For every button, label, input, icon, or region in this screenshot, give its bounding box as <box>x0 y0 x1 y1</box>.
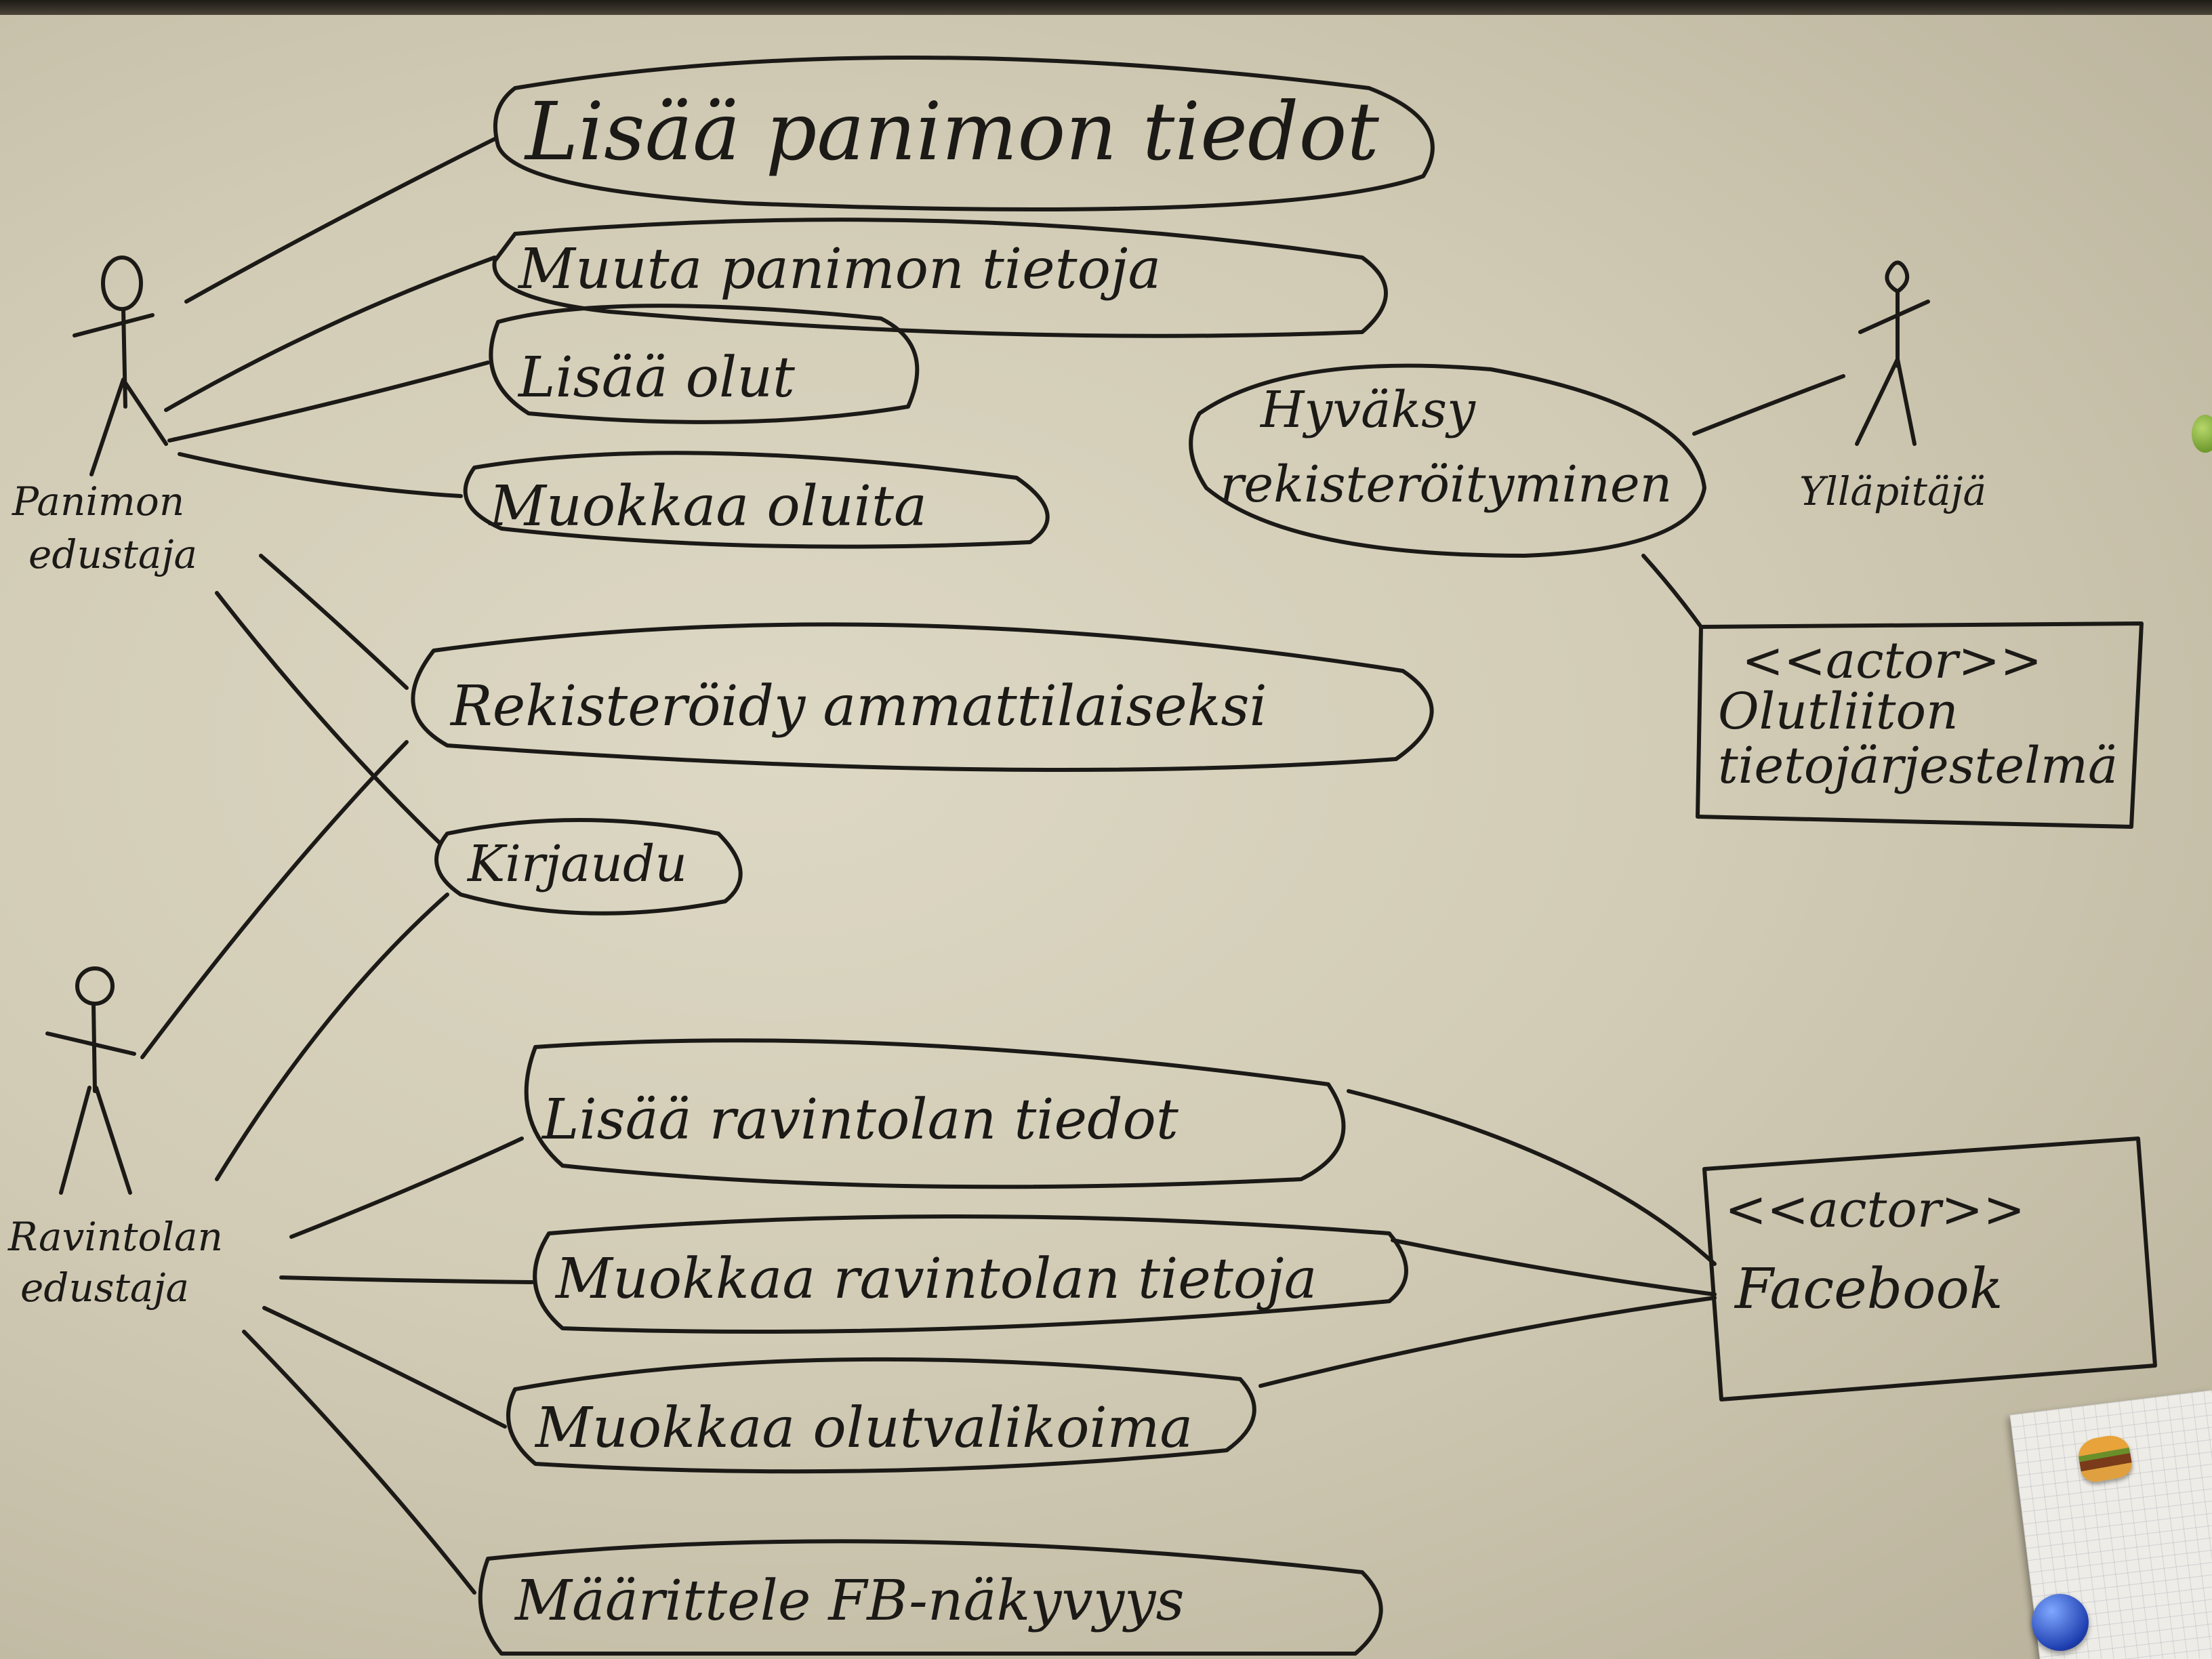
line-brewery-login <box>215 591 443 846</box>
use-case-label: Muokkaa ravintolan tietoja <box>554 1247 1317 1311</box>
whiteboard-frame <box>0 0 2212 15</box>
actor-body-icon <box>45 1002 136 1195</box>
line-brewery-register <box>259 554 409 690</box>
actor-head-icon <box>75 966 115 1006</box>
line-approve-beer-union <box>1641 554 1703 629</box>
use-case-add-restaurant-info: Lisää ravintolan tiedot <box>524 1038 1346 1189</box>
use-case-label: Rekisteröidy ammattilaiseksi <box>449 674 1267 739</box>
external-actor-beer-union-system: <<actor>> Olutliiton tietojärjestelmä <box>1696 621 2144 829</box>
use-case-edit-restaurant-info: Muokkaa ravintolan tietoja <box>533 1214 1408 1334</box>
use-case-change-brewery-info: Muuta panimon tietoja <box>492 218 1388 338</box>
use-case-label: Muuta panimon tietoja <box>517 237 1161 302</box>
external-actor-facebook: <<actor>> Facebook <box>1702 1136 2157 1401</box>
actor-body-icon <box>73 307 168 476</box>
use-case-label-line1: Hyväksy <box>1259 381 1476 439</box>
line-brewery-edit-beers <box>178 452 463 498</box>
use-case-label: Määrittele FB-näkyvyys <box>514 1569 1185 1633</box>
use-case-label-line2: rekisteröityminen <box>1220 455 1672 514</box>
use-case-label: Kirjaudu <box>466 835 687 893</box>
line-restaurant-add-restaurant-info <box>289 1136 524 1239</box>
actor-admin: Ylläpitäjä <box>1799 260 1986 514</box>
line-add-restaurant-info-facebook <box>1347 1089 1717 1266</box>
external-actor-stereotype: <<actor>> <box>1742 632 2042 690</box>
line-edit-beer-selection-facebook <box>1258 1296 1717 1388</box>
external-actor-stereotype: <<actor>> <box>1725 1181 2025 1239</box>
line-edit-restaurant-info-facebook <box>1391 1238 1717 1296</box>
actor-head-icon <box>101 255 143 311</box>
actor-brewery-label-line1: Panimon <box>12 478 184 525</box>
line-restaurant-edit-beer-selection <box>262 1306 507 1429</box>
line-restaurant-fb-visibility <box>242 1330 476 1595</box>
use-case-label: Lisää panimon tiedot <box>524 85 1379 178</box>
line-brewery-change-brewery-info <box>164 255 497 412</box>
use-case-register-professional: Rekisteröidy ammattilaiseksi <box>411 622 1434 772</box>
actor-brewery-label-line2: edustaja <box>28 531 197 577</box>
external-actor-name-line1: Olutliiton <box>1718 682 1959 741</box>
actor-restaurant-label-line2: edustaja <box>20 1265 189 1311</box>
actor-head-icon <box>1885 260 1910 293</box>
use-case-login: Kirjaudu <box>434 818 743 916</box>
external-actor-name: Facebook <box>1734 1257 2003 1322</box>
actor-admin-label: Ylläpitäjä <box>1799 468 1986 514</box>
line-admin-approve <box>1692 374 1845 436</box>
blue-magnet-icon <box>2032 1594 2089 1651</box>
actor-restaurant-label-line1: Ravintolan <box>7 1214 223 1260</box>
actor-body-icon <box>1855 289 1930 446</box>
line-restaurant-login <box>215 893 449 1181</box>
line-brewery-add-brewery-info <box>184 137 497 304</box>
actor-restaurant-rep: Ravintolan edustaja <box>7 966 223 1311</box>
association-lines <box>140 137 1845 1595</box>
use-case-edit-beer-selection: Muokkaa olutvalikoima <box>506 1357 1256 1474</box>
use-case-label: Lisää ravintolan tiedot <box>541 1088 1179 1152</box>
line-restaurant-register <box>140 740 409 1059</box>
use-case-label: Lisää olut <box>517 346 796 410</box>
external-actor-name-line2: tietojärjestelmä <box>1718 737 2118 795</box>
use-case-approve-registration: Hyväksy rekisteröityminen <box>1189 363 1706 558</box>
use-case-label: Muokkaa oluita <box>488 474 927 539</box>
use-case-add-beer: Lisää olut <box>489 304 920 424</box>
use-case-edit-beers: Muokkaa oluita <box>463 451 1050 549</box>
actor-brewery-rep: Panimon edustaja <box>12 255 197 577</box>
use-case-define-fb-visibility: Määrittele FB-näkyvyys <box>478 1539 1383 1656</box>
use-case-label: Muokkaa olutvalikoima <box>534 1396 1193 1460</box>
line-restaurant-edit-restaurant-info <box>279 1275 534 1284</box>
use-case-add-brewery-info: Lisää panimon tiedot <box>493 56 1435 211</box>
green-magnet-icon <box>2192 415 2212 453</box>
line-brewery-add-beer <box>167 361 490 443</box>
